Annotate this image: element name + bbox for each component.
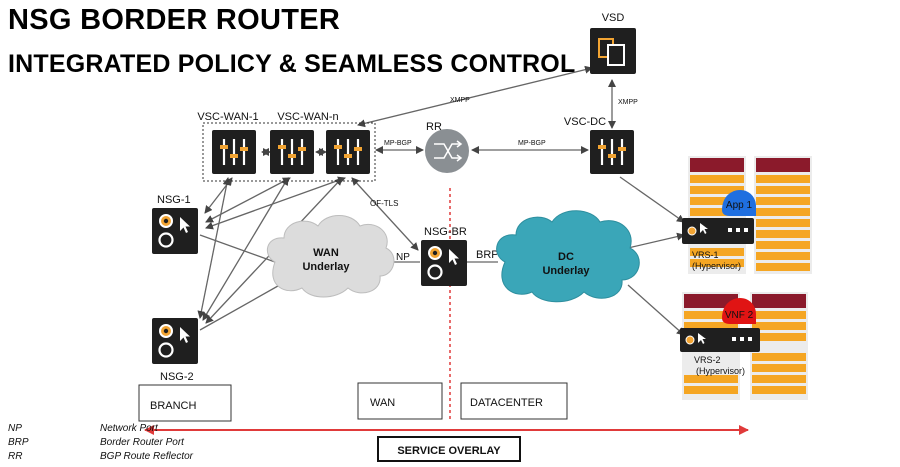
legend-abbr-rr: RR	[8, 451, 23, 462]
nsg-br-node: NSG-BR	[419, 226, 469, 288]
vrs-1-label: VRS-1	[692, 250, 719, 260]
vsc-dc-label: VSC-DC	[564, 116, 606, 128]
legend-abbr-brp: BRP	[8, 437, 29, 448]
xmpp-right-label: XMPP	[618, 99, 638, 106]
vrs-2-sub: (Hypervisor)	[696, 366, 745, 376]
rr-node: RR	[425, 121, 469, 173]
brp-label: BRP	[476, 249, 499, 261]
nsg-2-node: NSG-2	[150, 316, 200, 383]
legend-meaning-brp: Border Router Port	[100, 437, 184, 448]
dc-underlay-cloud: DC Underlay	[496, 210, 640, 303]
service-overlay-box: SERVICE OVERLAY	[377, 436, 521, 462]
nsg-2-label: NSG-2	[160, 371, 194, 383]
wan-cloud-line2: Underlay	[302, 261, 350, 273]
xmpp-top-label: XMPP	[450, 97, 470, 104]
zone-datacenter: DATACENTER	[460, 382, 568, 420]
vrs-2-label: VRS-2	[694, 355, 721, 365]
of-tls-label: OF-TLS	[370, 199, 398, 208]
page-title: NSG BORDER ROUTER	[8, 4, 341, 36]
nsg-1-node: NSG-1	[150, 194, 200, 256]
server-rack-top: App 1 VRS-1 (Hypervisor)	[682, 156, 812, 274]
vsd-node: VSD	[590, 12, 636, 74]
vsc-wan-1-node: VSC-WAN-1	[197, 111, 259, 176]
np-label: NP	[396, 252, 410, 263]
legend-abbr-np: NP	[8, 423, 22, 434]
server-rack-bottom: VNF 2 VRS-2 (Hypervisor)	[680, 292, 808, 400]
vsc-wan-mid-node	[268, 128, 316, 176]
legend-meaning-rr: BGP Route Reflector	[100, 451, 194, 462]
vsc-dc-node: VSC-DC	[564, 116, 636, 176]
nsg-1-label: NSG-1	[157, 194, 191, 206]
mpbgp-right-label: MP-BGP	[518, 140, 546, 147]
wan-cloud-line1: WAN	[313, 247, 339, 259]
mpbgp-left-label: MP-BGP	[384, 140, 412, 147]
vnf-2-label: VNF 2	[725, 310, 754, 321]
dc-cloud-line2: Underlay	[542, 265, 590, 277]
vrs-1-sub: (Hypervisor)	[692, 261, 741, 271]
zone-wan: WAN	[357, 382, 443, 420]
dc-cloud-line1: DC	[558, 251, 574, 263]
app-1-label: App 1	[726, 200, 753, 211]
zone-branch: BRANCH	[138, 384, 232, 422]
zone-branch-label: BRANCH	[150, 400, 197, 412]
vsc-wan-group	[202, 122, 376, 182]
vsd-label: VSD	[602, 12, 625, 24]
zone-datacenter-label: DATACENTER	[470, 397, 543, 409]
legend-meaning-np: Network Port	[100, 423, 158, 434]
rr-label: RR	[426, 121, 442, 133]
service-overlay-label: SERVICE OVERLAY	[397, 445, 501, 457]
vsc-wan-n-label: VSC-WAN-n	[277, 111, 338, 123]
zone-wan-label: WAN	[370, 397, 395, 409]
vsc-wan-1-label: VSC-WAN-1	[197, 111, 258, 123]
nsg-br-label: NSG-BR	[424, 226, 467, 238]
wan-underlay-cloud: WAN Underlay	[266, 215, 395, 298]
vsc-wan-n-node: VSC-WAN-n	[277, 111, 372, 176]
